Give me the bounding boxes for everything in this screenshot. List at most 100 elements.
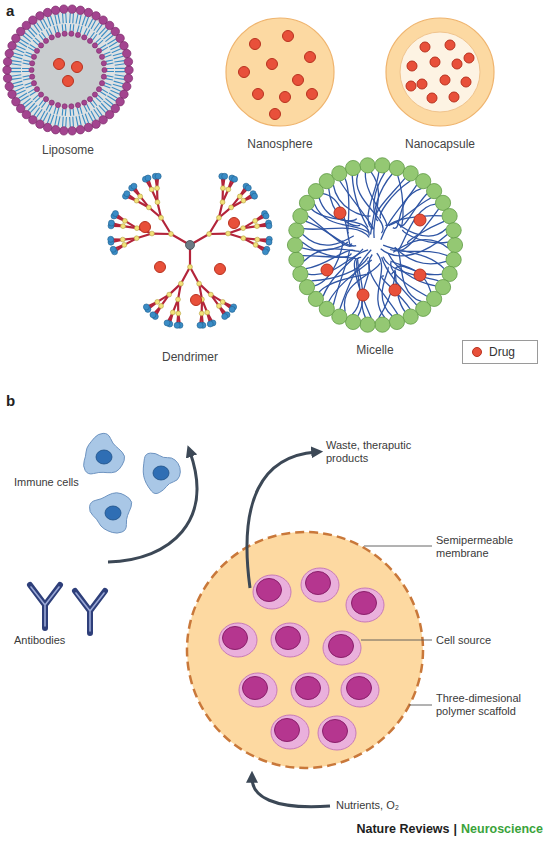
annotation-label: Three-dimesional polymer scaffold bbox=[436, 692, 546, 718]
lipid-tail bbox=[84, 28, 87, 34]
immune-cell bbox=[84, 433, 125, 474]
surface-group bbox=[164, 320, 170, 326]
cell-nucleus bbox=[323, 720, 348, 743]
surface-group bbox=[266, 223, 272, 229]
encapsulated-cell bbox=[253, 575, 291, 609]
lipid-tail bbox=[102, 89, 108, 93]
lipid-tail bbox=[115, 68, 125, 69]
drug-particle bbox=[270, 109, 281, 120]
annotation-label: Nutrients, O₂ bbox=[336, 799, 456, 812]
lipid-tail bbox=[70, 24, 72, 31]
hydrophilic-head bbox=[287, 237, 302, 252]
surface-group bbox=[174, 322, 180, 328]
surface-group bbox=[150, 312, 156, 318]
lipid-tail bbox=[105, 55, 112, 58]
lipid-tail bbox=[26, 86, 33, 89]
lipid-tail bbox=[115, 75, 125, 76]
lipid-tail bbox=[43, 19, 48, 28]
lipid-tail bbox=[77, 108, 79, 115]
surface-group bbox=[110, 246, 116, 252]
lipid-tail bbox=[112, 49, 121, 53]
lipid-tail bbox=[39, 34, 43, 40]
lipid-tail bbox=[72, 117, 74, 127]
lipid-head bbox=[60, 127, 68, 135]
lipid-head bbox=[30, 74, 35, 79]
drug-particle bbox=[267, 59, 278, 70]
cell-nucleus bbox=[275, 719, 300, 742]
footer-separator: | bbox=[454, 822, 458, 836]
lipid-head bbox=[124, 74, 132, 82]
nanoparticle-drawing bbox=[385, 17, 495, 127]
lipid-head bbox=[43, 38, 48, 43]
surface-group bbox=[245, 185, 251, 191]
lipid-head bbox=[34, 48, 39, 53]
micelle-core bbox=[296, 166, 454, 324]
branch-junction bbox=[220, 300, 225, 305]
lipid-tail bbox=[30, 92, 36, 96]
branch-junction bbox=[159, 304, 164, 309]
surface-group bbox=[222, 173, 228, 179]
lipid-head bbox=[30, 61, 35, 66]
lipid-tail bbox=[72, 13, 74, 23]
nanoparticle: Nanocapsule bbox=[385, 17, 495, 153]
encapsulated-cells bbox=[219, 568, 384, 750]
lipid-tail bbox=[62, 24, 64, 31]
branch-junction bbox=[253, 219, 258, 224]
lipid-tail bbox=[23, 79, 30, 80]
lipid-head bbox=[69, 104, 74, 109]
particle-name: Liposome bbox=[0, 143, 163, 157]
cell-nucleus bbox=[223, 627, 248, 650]
hydrophilic-head bbox=[360, 158, 375, 173]
lipid-head bbox=[87, 97, 92, 102]
lipid-tail bbox=[25, 55, 32, 58]
lipid-tail bbox=[57, 25, 59, 32]
cell-body bbox=[239, 673, 277, 707]
immune-cell-body bbox=[84, 433, 125, 474]
lipid-tail bbox=[12, 61, 22, 62]
lipid-head bbox=[55, 32, 60, 37]
hydrophilic-head bbox=[375, 317, 390, 332]
lipid-head bbox=[87, 38, 92, 43]
lipid-head bbox=[51, 126, 59, 134]
branch-junction bbox=[220, 200, 225, 205]
lipid-tail bbox=[23, 60, 30, 61]
drug-particle bbox=[430, 57, 440, 67]
lipid-tail bbox=[105, 35, 113, 41]
hydrophilic-head bbox=[332, 166, 347, 181]
lipid-tail bbox=[23, 98, 31, 104]
lipid-tail bbox=[65, 24, 67, 31]
lipid-tail bbox=[79, 116, 81, 126]
lipid-tail bbox=[39, 100, 43, 106]
drug-particle bbox=[321, 264, 333, 276]
lipid-tail bbox=[55, 15, 57, 25]
nanoparticle-drawing bbox=[3, 5, 133, 135]
hydrophilic-head bbox=[442, 209, 457, 224]
cell-body bbox=[301, 568, 339, 602]
drug-particle bbox=[407, 61, 417, 71]
lipid-tail bbox=[46, 104, 49, 110]
branch-junction bbox=[149, 187, 154, 192]
branch-junction bbox=[221, 186, 226, 191]
branch-junction bbox=[255, 224, 260, 229]
lipid-tail bbox=[76, 14, 78, 24]
branch-junction bbox=[134, 226, 139, 231]
branch-junction bbox=[176, 297, 181, 302]
capsule-core bbox=[400, 32, 480, 112]
lipid-head bbox=[84, 123, 92, 131]
immune-cell-nucleus bbox=[153, 466, 169, 480]
lipid-tail bbox=[104, 52, 111, 55]
leader-line bbox=[364, 546, 432, 547]
antibody-symbol bbox=[75, 591, 105, 633]
micelle-tails bbox=[302, 172, 448, 318]
lipid-tail bbox=[85, 114, 88, 123]
immune-cells bbox=[84, 433, 181, 533]
lipid-head bbox=[92, 120, 100, 128]
lipid-tail bbox=[87, 30, 90, 36]
lipid-head bbox=[68, 127, 76, 135]
branch-junction bbox=[205, 310, 210, 315]
lipid-tail bbox=[114, 81, 124, 84]
lipid-tail bbox=[50, 16, 53, 25]
cell-body bbox=[291, 673, 329, 707]
lipid-tail bbox=[100, 44, 106, 48]
bilayer-fill bbox=[7, 9, 129, 131]
